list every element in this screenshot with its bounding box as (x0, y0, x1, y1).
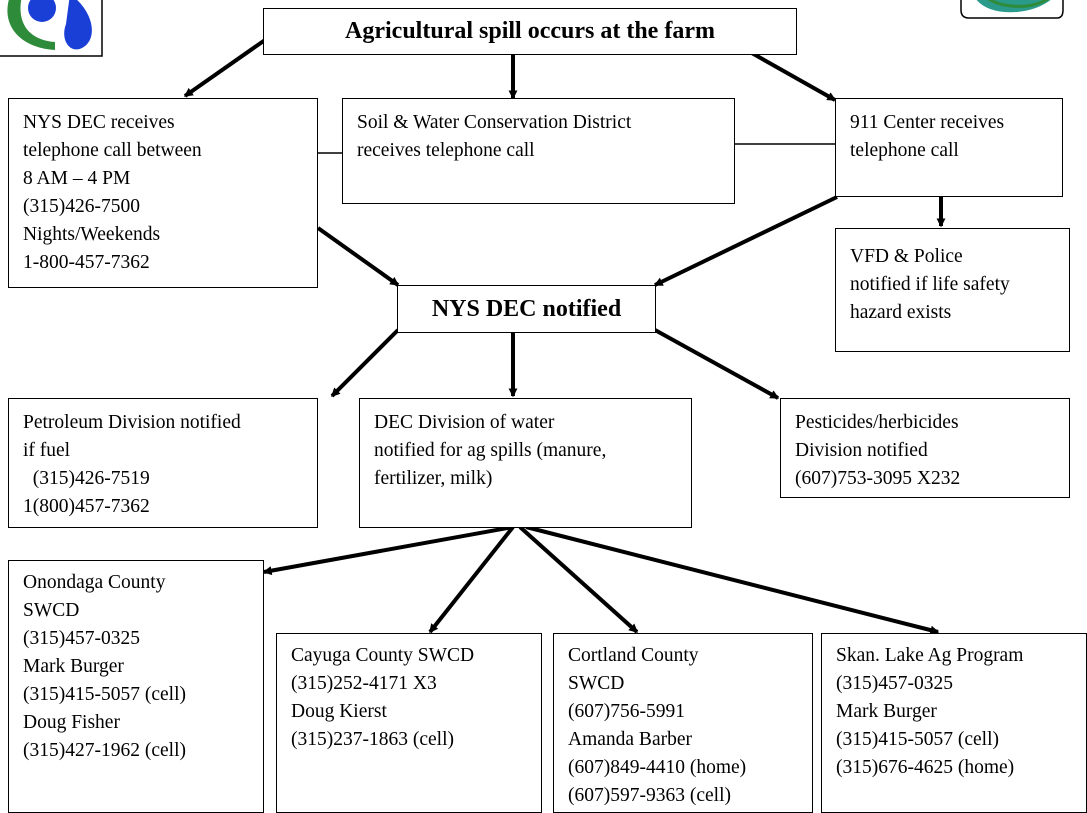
cayuga-line: Doug Kierst (291, 701, 387, 722)
onondaga-line: (315)427-1962 (cell) (23, 740, 186, 761)
skan-lake-line: (315)457-0325 (836, 673, 953, 694)
cayuga-line: Cayuga County SWCD (291, 645, 475, 666)
cortland-line: (607)597-9363 (cell) (568, 785, 731, 806)
onondaga-line: (315)415-5057 (cell) (23, 684, 186, 705)
swcd-call-line: receives telephone call (357, 140, 535, 161)
center-911-line: telephone call (850, 140, 959, 161)
arrow-nys-call-to-dec-notified (316, 226, 400, 287)
skan-lake-line: Mark Burger (836, 701, 937, 722)
vfd-police-line: notified if life safety (850, 274, 1010, 295)
pesticides-line: (607)753-3095 X232 (795, 468, 961, 489)
cayuga-line: (315)252-4171 X3 (291, 673, 437, 694)
pesticides-line: Division notified (795, 440, 928, 461)
arrow-water-to-skan (525, 525, 940, 635)
onondaga-line: (315)457-0325 (23, 628, 140, 649)
cortland-line: (607)756-5991 (568, 701, 685, 722)
water-division-line: DEC Division of water (374, 412, 555, 433)
onondaga-line: SWCD (23, 600, 80, 621)
water-division-box: DEC Division of water notified for ag sp… (359, 398, 692, 528)
skan-lake-line: Skan. Lake Ag Program (836, 645, 1024, 666)
arrow-water-to-cortland (518, 525, 639, 634)
center-911-line: 911 Center receives (850, 112, 1005, 133)
dec-notified-text: NYS DEC notified (431, 296, 622, 322)
spill-occurs-box: Agricultural spill occurs at the farm (263, 8, 797, 55)
arrow-water-to-onondaga (262, 525, 514, 576)
petroleum-line: (315)426-7519 (23, 468, 150, 489)
county-seal-logo (960, 0, 1064, 19)
skan-lake-line: (315)676-4625 (home) (836, 757, 1015, 778)
onondaga-line: Doug Fisher (23, 712, 120, 733)
water-division-line: fertilizer, milk) (374, 468, 493, 489)
spill-occurs-text: Agricultural spill occurs at the farm (345, 18, 715, 44)
cayuga-line: (315)237-1863 (cell) (291, 729, 454, 750)
cortland-line: (607)849-4410 (home) (568, 757, 747, 778)
nys-dec-call-line: 1-800-457-7362 (23, 252, 150, 273)
nys-dec-call-line: Nights/Weekends (23, 224, 161, 245)
vfd-police-box: VFD & Police notified if life safety haz… (835, 228, 1070, 352)
onondaga-box: Onondaga County SWCD (315)457-0325 Mark … (8, 560, 264, 813)
nys-dec-call-line: (315)426-7500 (23, 196, 140, 217)
pesticides-box: Pesticides/herbicides Division notified … (780, 398, 1070, 498)
cortland-line: Amanda Barber (568, 729, 692, 750)
cortland-box: Cortland County SWCD (607)756-5991 Amand… (553, 633, 813, 813)
petroleum-line: if fuel (23, 440, 71, 461)
vfd-police-line: VFD & Police (850, 246, 963, 267)
nys-dec-call-line: telephone call between (23, 140, 202, 161)
onondaga-line: Mark Burger (23, 656, 124, 677)
dec-notified-box: NYS DEC notified (397, 285, 656, 333)
cayuga-box: Cayuga County SWCD (315)252-4171 X3 Doug… (276, 633, 542, 813)
petroleum-box: Petroleum Division notified if fuel (315… (8, 398, 318, 528)
water-division-line: notified for ag spills (manure, (374, 440, 607, 461)
swcd-call-box: Soil & Water Conservation District recei… (342, 98, 735, 204)
nys-dec-call-line: NYS DEC receives (23, 112, 175, 133)
petroleum-line: Petroleum Division notified (23, 412, 241, 433)
petroleum-line: 1(800)457-7362 (23, 496, 150, 517)
center-911-box: 911 Center receives telephone call (835, 98, 1063, 197)
arrow-dec-to-pesticides (654, 328, 780, 400)
cortland-line: SWCD (568, 673, 625, 694)
arrow-911-to-dec-notified (653, 195, 838, 287)
cortland-line: Cortland County (568, 645, 699, 666)
water-drop-logo (0, 0, 103, 57)
arrow-top-to-nys-dec-call (183, 38, 267, 98)
swcd-call-line: Soil & Water Conservation District (357, 112, 632, 133)
skan-lake-box: Skan. Lake Ag Program (315)457-0325 Mark… (821, 633, 1087, 813)
onondaga-line: Onondaga County (23, 572, 166, 593)
skan-lake-line: (315)415-5057 (cell) (836, 729, 999, 750)
nys-dec-call-box: NYS DEC receives telephone call between … (8, 98, 318, 288)
pesticides-line: Pesticides/herbicides (795, 412, 959, 433)
vfd-police-line: hazard exists (850, 302, 952, 323)
nys-dec-call-line: 8 AM – 4 PM (23, 168, 131, 189)
arrow-top-to-911 (749, 50, 837, 102)
arrow-water-to-cayuga (428, 525, 515, 634)
arrow-dec-to-petroleum (330, 328, 400, 398)
